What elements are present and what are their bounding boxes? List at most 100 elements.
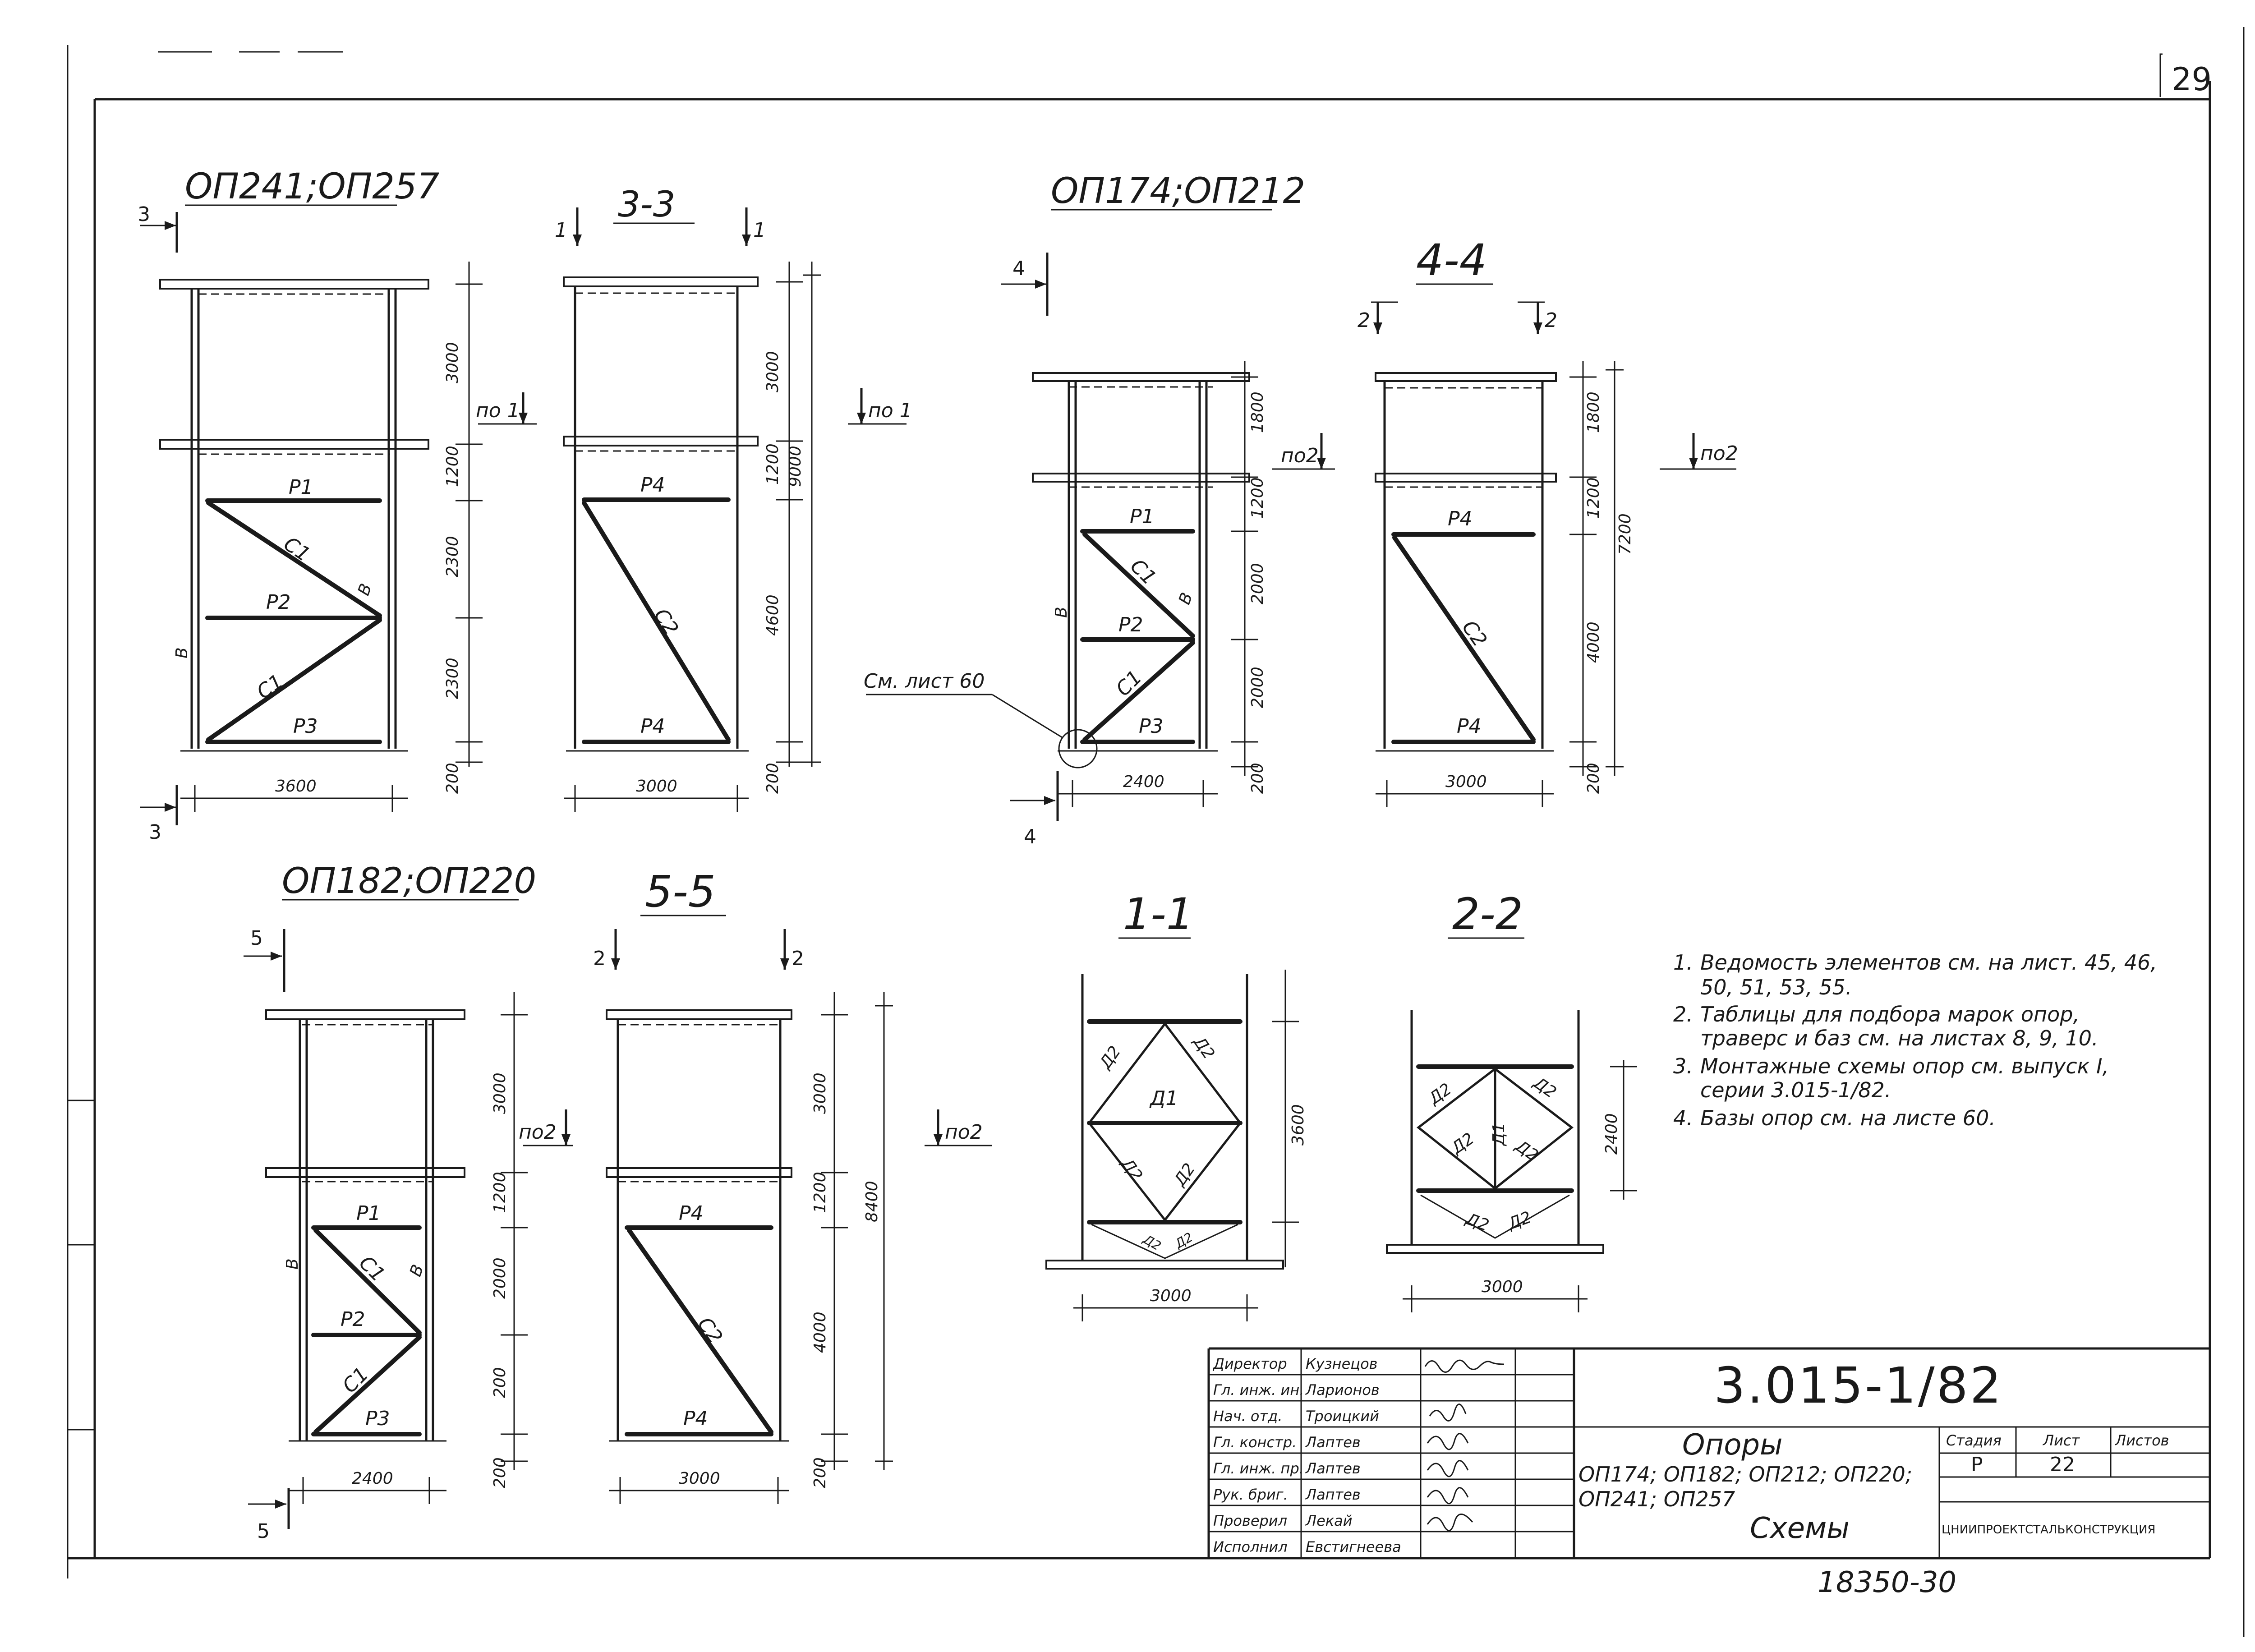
view-title: ОП182;ОП220: [282, 861, 536, 902]
organization: ЦНИИПРОЕКТСТАЛЬКОНСТРУКЦИЯ: [1942, 1523, 2156, 1537]
sheet-frame: 29: [67, 27, 2245, 1637]
dim-vertical: 3000: [764, 351, 782, 392]
section-arrow-icon: [1533, 322, 1542, 334]
view-title: ОП241;ОП257: [185, 166, 439, 207]
member-label-d2: Д2: [1170, 1160, 1199, 1190]
middle-beam: [265, 1167, 465, 1178]
view-op241: ОП241;ОП257 3 3 P1 P2 P3 C1 C1 B B: [138, 166, 483, 844]
dim-vertical: 200: [491, 1457, 509, 1488]
level-label: по2: [945, 1121, 983, 1144]
dim-vertical: 2000: [1248, 667, 1267, 708]
role-label: Проверил: [1213, 1512, 1287, 1529]
title-block: Директор Кузнецов Гл. инж. ин. Ларионов …: [1207, 1347, 2210, 1599]
middle-beam: [606, 1167, 792, 1178]
base-plate: [1386, 1244, 1604, 1254]
level-label: по2: [1700, 442, 1738, 465]
level-arrow-icon: [934, 1134, 943, 1146]
drawing-sheet-kind: Схемы: [1750, 1512, 1850, 1545]
view-section-3-3: 3-3 1 1 P4 P4 C2 3000 1200 4600 200 9000: [476, 184, 912, 812]
dim-vertical: 2000: [1248, 563, 1267, 604]
sheet-value: 22: [2050, 1453, 2075, 1476]
diagonal-lattice: [1087, 1022, 1242, 1222]
note-text: Базы опор см. на листе 60.: [1700, 1106, 1996, 1130]
dim-vertical: 200: [1248, 763, 1267, 794]
member-label-p2: P2: [341, 1308, 365, 1331]
view-title: ОП174;ОП212: [1051, 171, 1305, 212]
person-name: Евстигнеева: [1306, 1538, 1401, 1555]
member-label-d2: Д2: [1463, 1210, 1491, 1235]
view-section-2-2: 2-2 Д2 Д2 Д1 Д2 Д2 Д2 Д2 2400 3000: [1386, 889, 1637, 1312]
level-arrow-icon: [1317, 458, 1326, 469]
role-label: Гл. инж. пр.: [1213, 1460, 1304, 1477]
member-label-b: B: [1052, 607, 1071, 618]
member-label-p2: P2: [266, 591, 291, 614]
member-label-p4: P4: [683, 1407, 708, 1430]
top-beam: [1032, 372, 1250, 382]
member-label-d2: Д2: [1511, 1136, 1542, 1165]
detail-callout-text: См. лист 60: [864, 670, 985, 693]
top-beam: [606, 1009, 792, 1020]
cut-mark: 1: [753, 219, 766, 242]
level-label: по 1: [868, 399, 912, 422]
middle-beam: [563, 436, 759, 446]
dim-vertical: 1200: [443, 446, 462, 487]
dim-total: 8400: [863, 1181, 881, 1222]
section-arrow-icon: [1044, 796, 1055, 805]
member-label-b: B: [283, 1258, 302, 1270]
note-text: серии 3.015-1/82.: [1700, 1078, 1891, 1102]
member-label-b: B: [354, 581, 376, 598]
level-arrow-icon: [1689, 458, 1698, 469]
dim-vertical: 200: [811, 1457, 829, 1488]
view-section-1-1: 1-1 Д2 Д2 Д1 Д2 Д2 Д2 Д2 3600 3000: [1045, 889, 1307, 1321]
section-arrow-icon: [611, 958, 620, 970]
note-text: Ведомость элементов см. на лист. 45, 46,: [1700, 950, 2157, 975]
level-label: по2: [1281, 444, 1319, 467]
person-name: Ларионов: [1305, 1381, 1380, 1399]
member-label-p4: P4: [1448, 507, 1473, 530]
note-text: траверс и баз см. на листах 8, 9, 10.: [1700, 1026, 2099, 1050]
note-number: 3.: [1673, 1054, 1693, 1078]
detail-callout-circle: [1058, 729, 1098, 768]
member-label-c2: C2: [693, 1313, 727, 1348]
member-label-c1: C1: [1112, 666, 1147, 701]
member-label-d1: Д1: [1149, 1087, 1178, 1110]
member-label-c2: C2: [649, 605, 683, 640]
member-label-d2: Д2: [1095, 1043, 1124, 1073]
dim-horizontal: 2400: [1123, 773, 1164, 791]
dim-vertical: 1800: [1584, 391, 1603, 433]
dim-vertical: 200: [443, 763, 462, 794]
member-label-p3: P3: [365, 1407, 390, 1430]
section-mark: 4: [1024, 825, 1036, 848]
level-arrow-icon: [561, 1134, 571, 1146]
member-label-p3: P3: [293, 715, 318, 738]
dim-vertical: 1200: [811, 1172, 829, 1213]
member-label-p1: P1: [289, 476, 313, 499]
cut-mark: 2: [593, 947, 606, 970]
drawing-marks: ОП174; ОП182; ОП212; ОП220;: [1578, 1462, 1912, 1486]
dim-vertical: 2000: [491, 1257, 509, 1299]
cut-mark: 2: [1358, 309, 1370, 332]
member-label-c1: C1: [280, 532, 314, 566]
member-label-p4: P4: [1457, 715, 1482, 738]
role-label: Гл. инж. ин.: [1213, 1381, 1304, 1399]
dim-total: 7200: [1616, 513, 1634, 555]
view-section-4-4: 4-4 2 2 P4 P4 C2 1800 1200 4000 200: [1358, 235, 1738, 807]
role-label: Директор: [1212, 1355, 1287, 1372]
stage-header: Стадия: [1946, 1432, 2002, 1449]
member-label-p1: P1: [1130, 505, 1155, 528]
section-arrow-icon: [275, 1500, 286, 1509]
top-beam: [563, 276, 759, 287]
general-notes: 1. Ведомость элементов см. на лист. 45, …: [1673, 950, 2157, 1130]
section-mark: 3: [149, 821, 161, 844]
dim-horizontal: 3000: [1150, 1287, 1192, 1305]
cut-mark: 2: [792, 947, 804, 970]
dim-vertical: 2300: [443, 536, 462, 577]
dim-vertical: 3000: [811, 1072, 829, 1114]
member-label-c1: C1: [354, 1252, 390, 1287]
top-beam: [1375, 372, 1557, 382]
dim-vertical: 3000: [491, 1072, 509, 1114]
member-label-d2: Д2: [1117, 1154, 1146, 1184]
section-mark: 5: [257, 1520, 270, 1543]
top-beam: [265, 1009, 465, 1020]
member-label-b: B: [406, 1262, 428, 1279]
